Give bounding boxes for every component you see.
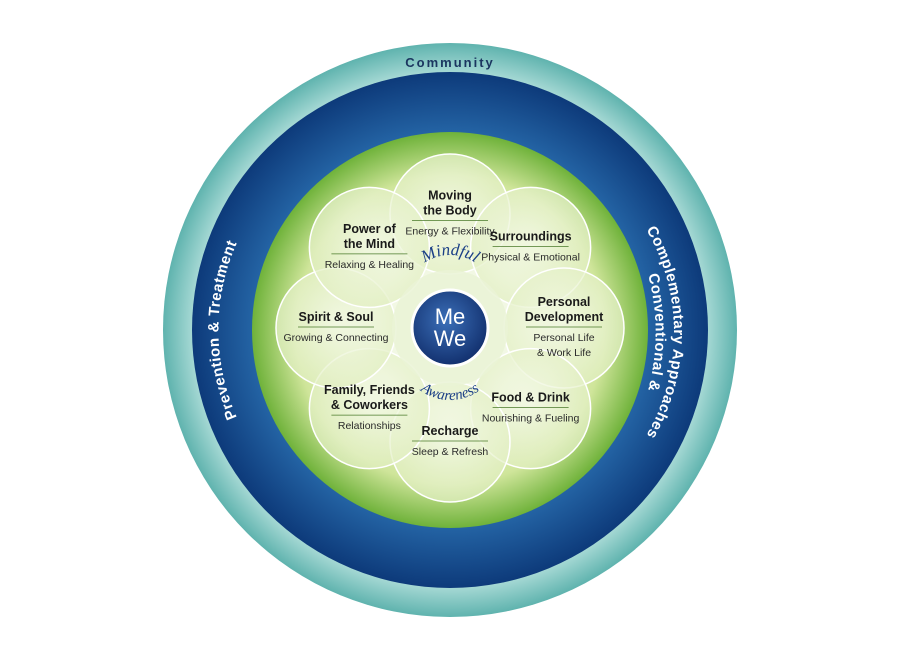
petal-family-subtitle-1: Relationships [338, 420, 401, 432]
conventional-label-line1: Conventional & [644, 272, 668, 394]
petal-recharge-title-1: Recharge [422, 424, 479, 438]
petal-food-subtitle-1: Nourishing & Fueling [482, 413, 580, 425]
petal-personal-subtitle-1: Personal Life [533, 332, 594, 344]
petal-personal-title-1: Personal [538, 295, 591, 309]
petal-moving-title-1: Moving [428, 189, 472, 203]
petal-moving-title-2: the Body [423, 204, 477, 218]
petal-power-subtitle-1: Relaxing & Healing [325, 259, 414, 271]
community-label: Community [405, 55, 495, 70]
petal-circles [275, 153, 625, 503]
petal-power-title-2: the Mind [344, 237, 395, 251]
petal-spirit-title-1: Spirit & Soul [299, 310, 374, 324]
petal-power [308, 186, 431, 309]
petal-family-title-1: Family, Friends [324, 383, 415, 397]
petal-personal-title-2: Development [525, 310, 604, 324]
center-we: We [434, 326, 467, 351]
petal-power-title-1: Power of [343, 222, 397, 236]
petal-surroundings-subtitle-1: Physical & Emotional [481, 251, 580, 263]
petal-family-title-2: & Coworkers [331, 398, 408, 412]
petal-food-title-1: Food & Drink [491, 391, 570, 405]
petal-recharge-subtitle-1: Sleep & Refresh [412, 446, 489, 458]
petal-personal-subtitle-2: & Work Life [537, 347, 591, 359]
center-badge [410, 288, 490, 368]
petal-spirit-subtitle-1: Growing & Connecting [283, 332, 388, 344]
center-me: Me [435, 304, 466, 329]
petal-moving-subtitle-1: Energy & Flexibility [405, 226, 495, 238]
petal-surroundings-title-1: Surroundings [490, 229, 572, 243]
